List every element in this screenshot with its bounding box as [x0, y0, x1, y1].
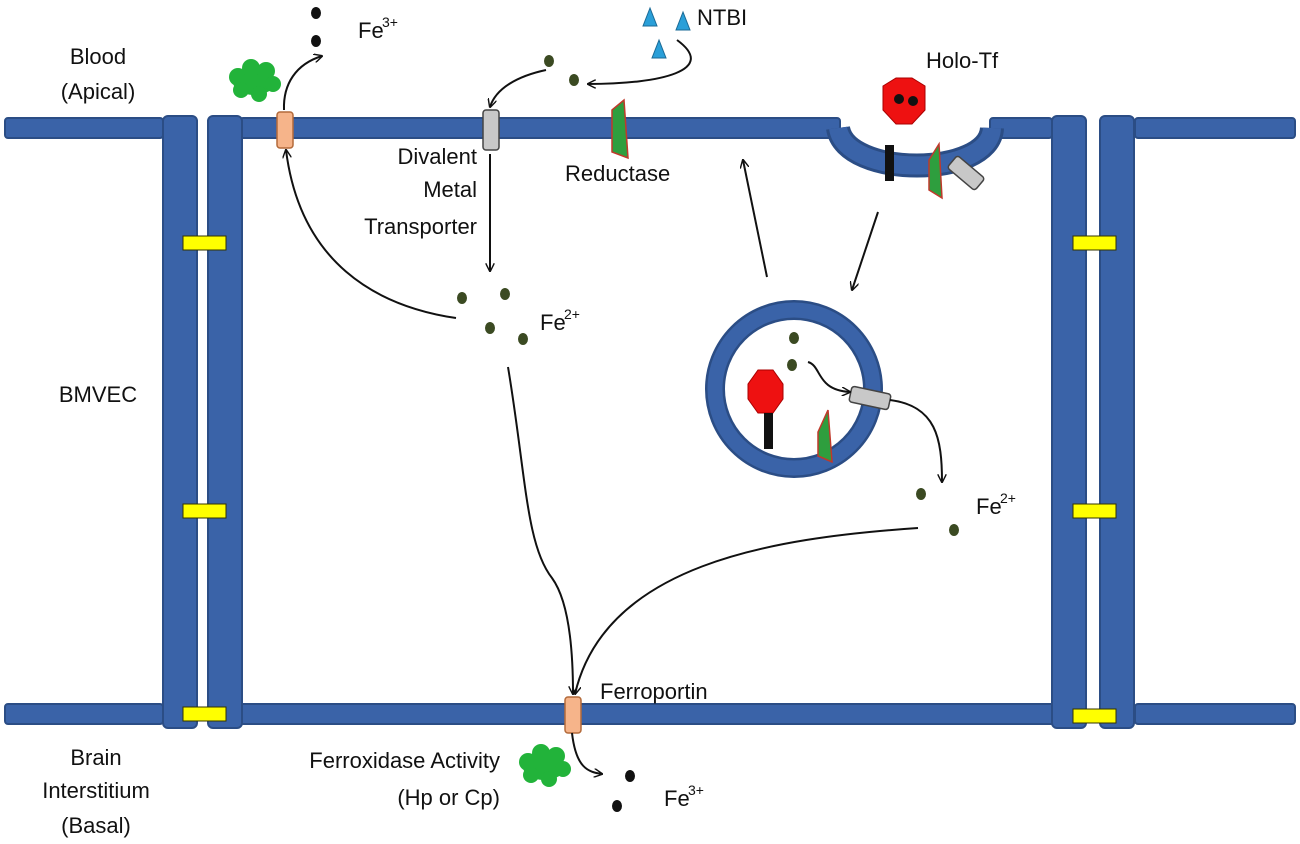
apical-reductase: [611, 98, 629, 160]
apical-label: (Apical): [61, 79, 136, 104]
pit-reductase: [928, 141, 943, 200]
svg-text:3+: 3+: [382, 14, 398, 30]
svg-text:Fe: Fe: [664, 786, 690, 811]
metal-label: Metal: [423, 177, 477, 202]
ntbi-icon: [642, 6, 691, 59]
svg-text:Fe: Fe: [540, 310, 566, 335]
ferroxidase-label: Ferroxidase Activity: [309, 748, 500, 773]
endosome-transporter: [848, 385, 892, 411]
svg-text:Fe: Fe: [358, 18, 384, 43]
basal-ferroxidase-icon: [519, 744, 571, 787]
lateral-membranes: [162, 115, 1135, 729]
divalent-label: Divalent: [398, 144, 477, 169]
divalent-metal-transporter: [482, 109, 500, 151]
transporter-label: Transporter: [364, 214, 477, 239]
interstitium-label: Interstitium: [42, 778, 150, 803]
blood-label: Blood: [70, 44, 126, 69]
holo-tf-icon: [882, 77, 926, 125]
fe2-endosome-label: Fe 2+: [976, 490, 1016, 519]
basal-ferroportin: [564, 696, 582, 734]
tight-junctions: [182, 235, 1117, 724]
bmvec-label: BMVEC: [59, 382, 137, 407]
basal-label: (Basal): [61, 813, 131, 838]
svg-text:2+: 2+: [564, 306, 580, 322]
apical-ferroxidase-icon: [229, 59, 281, 102]
brain-label: Brain: [70, 745, 121, 770]
fe2-cytosol-label: Fe 2+: [540, 306, 580, 335]
endosome-reductase: [817, 409, 833, 464]
holo-tf-label: Holo-Tf: [926, 48, 999, 73]
arrows: [284, 39, 942, 774]
svg-text:3+: 3+: [688, 782, 704, 798]
endosome-receptor: [764, 413, 773, 449]
endosome-holo-tf: [747, 369, 784, 414]
svg-text:2+: 2+: [1000, 490, 1016, 506]
endosome: [705, 300, 892, 478]
fe3-bottom-label: Fe 3+: [664, 782, 704, 811]
pit-receptor: [885, 145, 894, 181]
fe3-top-label: Fe 3+: [358, 14, 398, 43]
ferroportin-label: Ferroportin: [600, 679, 708, 704]
ntbi-label: NTBI: [697, 5, 747, 30]
svg-text:Fe: Fe: [976, 494, 1002, 519]
pit-transporter: [947, 155, 985, 191]
iron-dots: [311, 7, 959, 812]
reductase-label: Reductase: [565, 161, 670, 186]
apical-membrane: [4, 117, 1296, 178]
hp-cp-label: (Hp or Cp): [397, 785, 500, 810]
apical-ferroportin: [276, 111, 294, 149]
